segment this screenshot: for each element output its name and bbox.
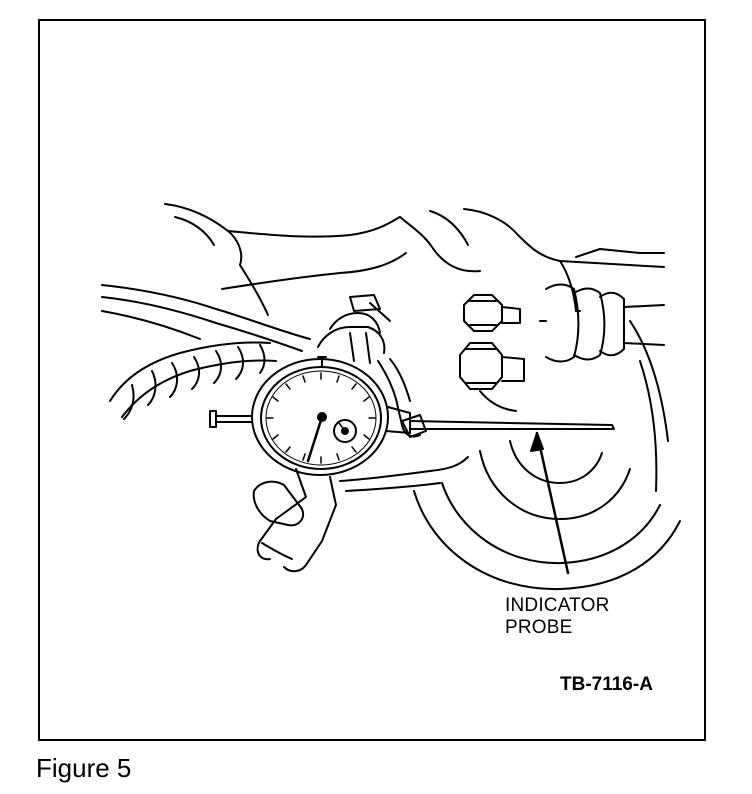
mounting-bolts bbox=[459, 294, 525, 412]
figure-caption: Figure 5 bbox=[36, 753, 132, 783]
suspension-frame-lines bbox=[164, 203, 665, 316]
wheel-hub bbox=[413, 320, 681, 591]
cv-boot bbox=[539, 283, 665, 363]
indicator-probe-rod bbox=[409, 420, 615, 430]
dial-indicator-illustration bbox=[101, 203, 681, 591]
callout-label-indicator: INDICATOR bbox=[505, 595, 610, 616]
figure-frame: INDICATOR PROBE TB-7116-A bbox=[38, 19, 706, 741]
callout-leader-arrow bbox=[530, 431, 570, 575]
wire-harness bbox=[101, 284, 311, 420]
figure-code: TB-7116-A bbox=[560, 674, 653, 695]
dial-indicator-gauge bbox=[209, 356, 411, 476]
indicator-mount-bracket bbox=[317, 294, 469, 492]
callout-label-probe: PROBE bbox=[505, 617, 573, 638]
indicator-stand-post bbox=[252, 468, 337, 573]
